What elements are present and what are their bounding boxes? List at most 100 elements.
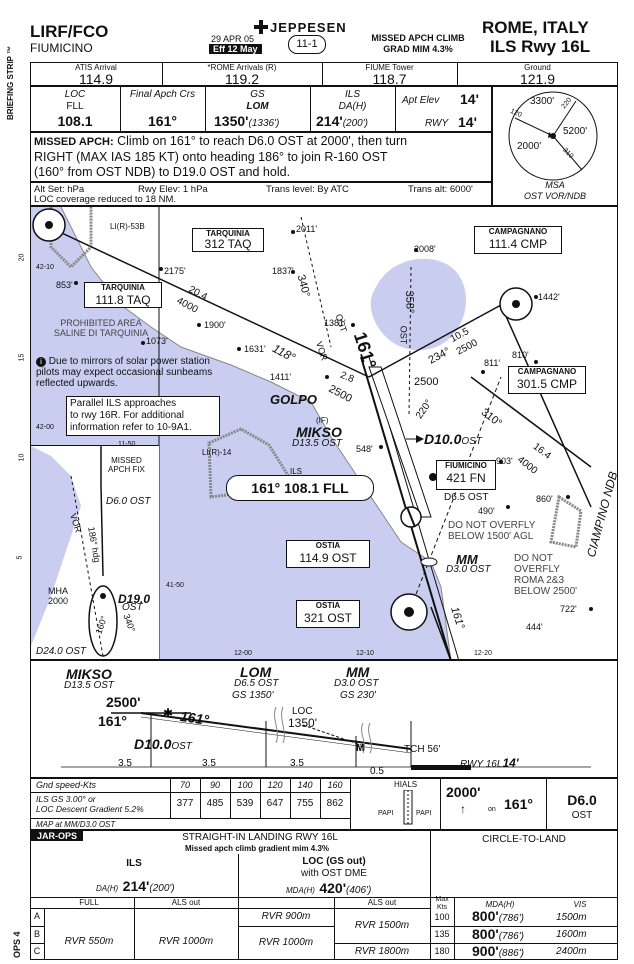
- elev-13: 811': [484, 358, 501, 368]
- chart-date: 29 APR 05: [211, 34, 255, 44]
- als-out-label-1: ALS out: [171, 898, 201, 907]
- msa-sector-2: 5200': [563, 126, 588, 137]
- loc-alsout-rvr-ab: RVR 1500m: [354, 920, 410, 931]
- ils-label: ILS: [344, 89, 360, 100]
- ils-da-value: 214': [316, 113, 343, 129]
- loc-full-rvr-a: RVR 900m: [261, 911, 311, 922]
- profile-loc-alt: 1350': [288, 716, 317, 730]
- msa-sector-3: 2000': [517, 141, 542, 152]
- ctl-kts-a: 100: [434, 912, 450, 922]
- gs-label: GS: [250, 89, 265, 100]
- loc-coverage: LOC coverage reduced to 18 NM.: [34, 194, 177, 205]
- gs-altitude: 1350': [214, 113, 249, 129]
- cat-a: A: [33, 911, 40, 921]
- circle-to-land-title: CIRCLE-TO-LAND: [482, 834, 566, 845]
- profile-lom-dist: D6.5 OST: [234, 678, 279, 689]
- hials-label: HIALS: [394, 780, 418, 789]
- profile-mm-dist: D3.0 OST: [334, 678, 379, 689]
- ils-box-label: ILS: [290, 467, 303, 476]
- loc-alsout-rvr-c: RVR 1800m: [354, 946, 410, 957]
- max-kts-label: Max Kts: [435, 896, 449, 911]
- speed-table-label: Gnd speed-Kts: [36, 780, 97, 790]
- straight-in-sub: Missed apch climb gradient mim 4.3%: [184, 844, 330, 853]
- briefing-strip-label: BRIEFING STRIP ™: [6, 45, 15, 120]
- mm-fix: MM: [456, 552, 478, 567]
- apt-elev-label: Apt Elev: [402, 95, 440, 106]
- speed-row1-label: ILS GS 3.00° or LOC Descent Gradient 5.2…: [36, 794, 144, 814]
- jar-ops-label: JAR-OPS: [31, 831, 84, 841]
- rwy-elev-label: RWY: [425, 118, 449, 129]
- loc-label: LOC: [64, 89, 86, 100]
- elev-4: 853': [56, 280, 73, 290]
- glideslope: [140, 712, 412, 750]
- profile-view: M ✱: [30, 660, 618, 778]
- comm-arrivals-freq: 119.2: [225, 71, 259, 87]
- radial-358-label: 358°: [402, 290, 416, 314]
- route-tarquinia: [48, 226, 370, 378]
- elev-1: 2011': [296, 224, 318, 234]
- ostia-vor-icon: [390, 593, 428, 631]
- route-220: [410, 376, 502, 608]
- lat-num-4: 5: [16, 555, 24, 560]
- profile-dist-1: 3.5: [118, 758, 132, 769]
- golpo-fix: GOLPO: [270, 392, 317, 407]
- ils-da-label: DA(H): [338, 101, 367, 112]
- speed-row2-label: MAP at MM/D3.0 OST: [36, 820, 116, 829]
- elev-7: 1631': [244, 344, 266, 354]
- rwy-elev-hpa: Rwy Elev: 1 hPa: [138, 184, 208, 195]
- d10-fix: D10.0OST: [424, 431, 482, 447]
- comm-ground-freq: 121.9: [519, 71, 556, 87]
- loc-mda-minima: MDA(H) 420'(406'): [286, 880, 372, 896]
- lat-2: 42-00: [36, 424, 54, 431]
- mm-dist: D3.0 OST: [446, 564, 491, 575]
- profile-mikso-dist: D13.5 OST: [64, 680, 115, 691]
- fiumicino-ndb-icon: [429, 473, 437, 481]
- prohibited-area-label: PROHIBITED AREA SALINE DI TARQUINIA: [53, 318, 149, 338]
- elev-14: 810': [512, 350, 529, 360]
- seg-alt-3: 2500: [414, 376, 439, 388]
- msa-facility: OST VOR/NDB: [523, 191, 586, 201]
- profile-mm: MM: [346, 664, 370, 680]
- svg-text:✱: ✱: [163, 706, 173, 720]
- comm-ground-label: Ground: [524, 63, 551, 72]
- loc-ident: FLL: [66, 101, 84, 112]
- comm-atis-label: ATIS Arrival: [75, 63, 117, 72]
- missed-crs: 161°: [504, 796, 533, 812]
- gs-height: (1336'): [248, 118, 280, 129]
- missed-climb-line2: GRAD MIM 4.3%: [383, 44, 453, 54]
- svg-text:M: M: [356, 743, 364, 754]
- lat-num-1: 20: [18, 253, 26, 262]
- comm-atis-freq: 114.9: [79, 71, 113, 87]
- ils-full-rvr: RVR 550m: [64, 936, 114, 947]
- minima-box: [30, 830, 618, 960]
- mda-h-label: MDA(H): [485, 900, 515, 909]
- missed-fix-label: MISSED APCH FIX: [108, 456, 145, 474]
- mha-label: MHA 2000: [48, 586, 69, 606]
- elev-5: 1073': [146, 336, 168, 346]
- papi-right: PAPI: [416, 810, 432, 817]
- msa-box: [492, 86, 618, 206]
- altimeter-setting: Alt Set: hPa: [34, 184, 85, 195]
- city-name: ROME, ITALY: [482, 18, 589, 37]
- briefing-row: [30, 86, 492, 132]
- profile-dist-3: 3.5: [290, 758, 304, 769]
- loc-freq: 108.1: [57, 113, 93, 129]
- missed-fix: D6.0: [567, 792, 597, 808]
- comms-row: [30, 62, 618, 86]
- profile-mikso: MIKSO: [66, 666, 112, 682]
- loc-minima-with: with OST DME: [301, 868, 367, 879]
- parallel-ils-note: Parallel ILS approaches to rwy 16R. For …: [66, 396, 220, 436]
- apt-elev: 14': [460, 91, 479, 107]
- loc-feather: [368, 366, 432, 518]
- ctl-vis-c: 2400m: [556, 946, 587, 957]
- ops-side-label: OPS 4: [12, 931, 22, 958]
- profile-tch: TCH 56': [404, 744, 441, 755]
- speed-table-box: [30, 778, 618, 830]
- lon-2: 12-00: [234, 650, 252, 657]
- elev-10: 548': [356, 444, 373, 454]
- straight-in-title: STRAIGHT-IN LANDING RWY 16L: [182, 832, 338, 843]
- ils-da-row: 214'(200'): [316, 113, 368, 129]
- mikso-if: (IF): [316, 416, 329, 425]
- lat-1: 42-10: [36, 264, 54, 271]
- ctl-vis-a: 1500m: [556, 912, 587, 923]
